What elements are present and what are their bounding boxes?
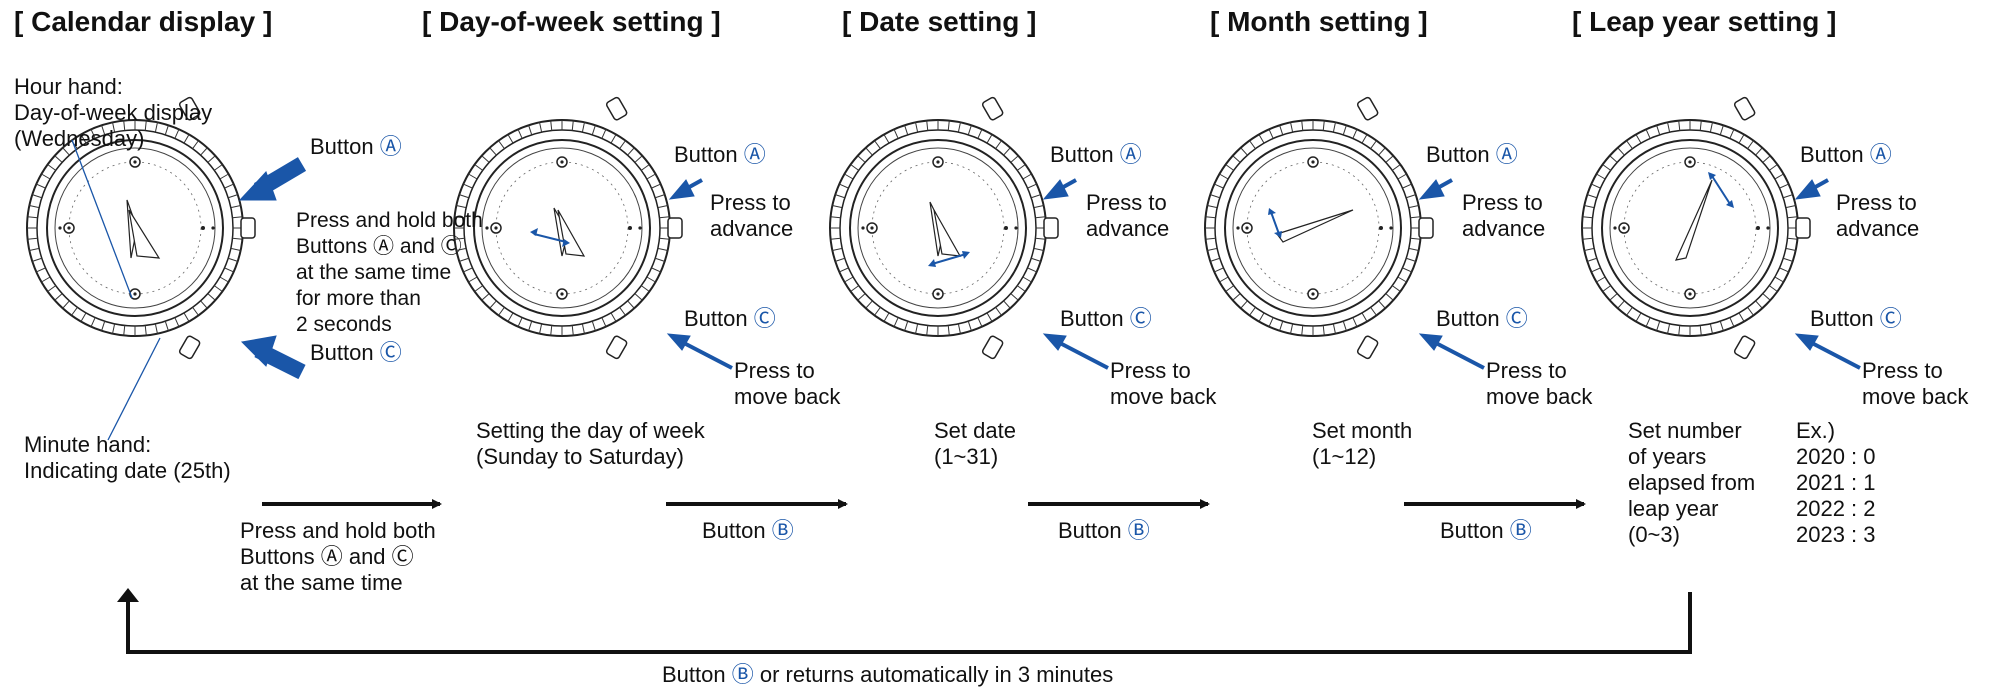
- return-label: Button Ⓑ or returns automatically in 3 m…: [662, 662, 1114, 687]
- watch-calendar-display: [26, 95, 256, 361]
- button-b-transition-1: Button Ⓑ: [702, 518, 794, 543]
- button-a-label-month: Button Ⓐ: [1426, 142, 1518, 167]
- watch-day-of-week: [453, 95, 683, 361]
- watch-leap-year-setting: [1581, 95, 1811, 361]
- header-calendar-display: [ Calendar display ]: [14, 6, 273, 37]
- header-day-of-week-setting: [ Day-of-week setting ]: [422, 6, 721, 37]
- day-of-week-description: Setting the day of week (Sunday to Satur…: [476, 418, 705, 469]
- press-to-advance-dow: Press to advance: [710, 190, 794, 241]
- button-c-glyph: Ⓒ: [379, 340, 402, 365]
- month-description: Set month (1~12): [1312, 418, 1413, 469]
- button-a-label-leap: Button Ⓐ: [1800, 142, 1892, 167]
- flow-arrows: [117, 499, 1692, 654]
- press-to-move-back-dow: Press to move back: [734, 358, 841, 409]
- button-c-label-leap: Button Ⓒ: [1810, 306, 1902, 331]
- press-hold-both-transition: Press and hold both Buttons Ⓐ and Ⓒ at t…: [240, 518, 436, 595]
- header-month-setting: [ Month setting ]: [1210, 6, 1428, 37]
- button-c-label-date: Button Ⓒ: [1060, 306, 1152, 331]
- press-to-advance-leap: Press to advance: [1836, 190, 1920, 241]
- press-to-move-back-date: Press to move back: [1110, 358, 1217, 409]
- button-a-label-dow: Button Ⓐ: [674, 142, 766, 167]
- press-to-move-back-month: Press to move back: [1486, 358, 1593, 409]
- button-c-label-dow: Button Ⓒ: [684, 306, 776, 331]
- minute-hand-label: Minute hand: Indicating date (25th): [24, 432, 231, 483]
- press-to-advance-date: Press to advance: [1086, 190, 1170, 241]
- leap-year-example: Ex.) 2020 : 0 2021 : 1 2022 : 2 2023 : 3: [1796, 418, 1876, 547]
- date-description: Set date (1~31): [934, 418, 1016, 469]
- blue-arrows: [238, 157, 1861, 380]
- watch-month-setting: [1204, 95, 1434, 361]
- press-to-move-back-leap: Press to move back: [1862, 358, 1969, 409]
- button-c-label-month: Button Ⓒ: [1436, 306, 1528, 331]
- button-b-transition-3: Button Ⓑ: [1440, 518, 1532, 543]
- hour-hand-label: Hour hand: Day-of-week display (Wednesda…: [14, 74, 213, 151]
- press-hold-2s-instruction: Press and hold both Buttons Ⓐ and Ⓒ at t…: [296, 209, 483, 336]
- header-date-setting: [ Date setting ]: [842, 6, 1037, 37]
- minute-hand-leader: [107, 337, 161, 441]
- watch-date-setting: [829, 95, 1059, 361]
- button-a-glyph: Ⓐ: [379, 134, 402, 159]
- press-to-advance-month: Press to advance: [1462, 190, 1546, 241]
- button-b-transition-2: Button Ⓑ: [1058, 518, 1150, 543]
- leap-year-description: Set number of years elapsed from leap ye…: [1628, 418, 1756, 547]
- header-leap-year-setting: [ Leap year setting ]: [1572, 6, 1837, 37]
- hour-hand-leader: [71, 139, 133, 299]
- button-c-label-calendar: Button Ⓒ: [310, 340, 402, 365]
- button-a-label-calendar: Button Ⓐ: [310, 134, 402, 159]
- button-a-label-date: Button Ⓐ: [1050, 142, 1142, 167]
